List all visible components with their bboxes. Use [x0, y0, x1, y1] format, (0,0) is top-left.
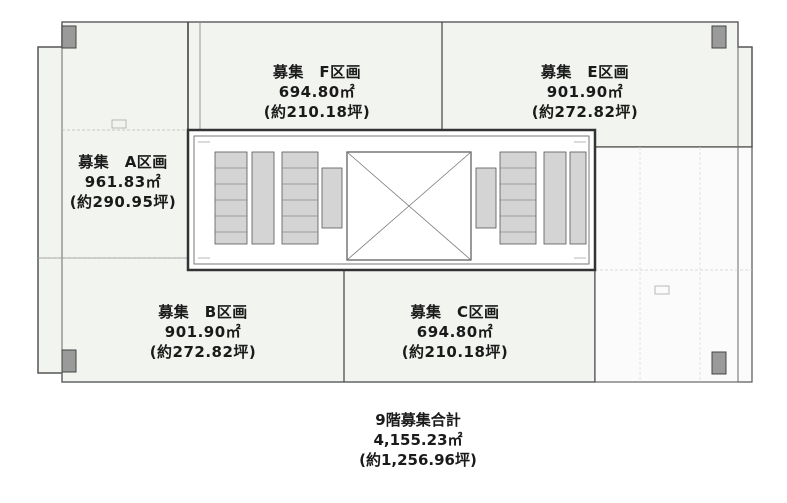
zone-e-area: 901.90㎡ — [546, 83, 624, 101]
building-core — [186, 128, 597, 272]
zone-e-title: 募集 E区画 — [540, 63, 630, 81]
zone-f-tsubo: (約210.18坪) — [263, 103, 371, 121]
zone-e-label: 募集 E区画 901.90㎡ (約272.82坪) — [520, 62, 650, 122]
zone-a-label: 募集 A区画 961.83㎡ (約290.95坪) — [58, 152, 188, 212]
zone-c-label: 募集 C区画 694.80㎡ (約210.18坪) — [390, 302, 520, 362]
zone-b-tsubo: (約272.82坪) — [149, 343, 257, 361]
floor-total-summary: 9階募集合計 4,155.23㎡ (約1,256.96坪) — [348, 410, 488, 470]
zone-b-title: 募集 B区画 — [158, 303, 248, 321]
room-tags — [111, 119, 670, 295]
zone-a-title: 募集 A区画 — [78, 153, 168, 171]
zone-f-area: 694.80㎡ — [278, 83, 356, 101]
zone-f-title: 募集 F区画 — [272, 63, 362, 81]
total-tsubo: (約1,256.96坪) — [359, 451, 477, 469]
total-area: 4,155.23㎡ — [373, 431, 463, 449]
zone-f-label: 募集 F区画 694.80㎡ (約210.18坪) — [252, 62, 382, 122]
zone-e-tsubo: (約272.82坪) — [531, 103, 639, 121]
zone-c-title: 募集 C区画 — [410, 303, 500, 321]
zone-boundaries — [38, 22, 443, 382]
zone-c-tsubo: (約210.18坪) — [401, 343, 509, 361]
zone-a-area: 961.83㎡ — [84, 173, 162, 191]
zone-c-area: 694.80㎡ — [416, 323, 494, 341]
corner-columns — [61, 25, 727, 375]
zone-b-label: 募集 B区画 901.90㎡ (約272.82坪) — [138, 302, 268, 362]
zone-b-area: 901.90㎡ — [164, 323, 242, 341]
zone-a-tsubo: (約290.95坪) — [69, 193, 177, 211]
total-title: 9階募集合計 — [375, 411, 461, 429]
